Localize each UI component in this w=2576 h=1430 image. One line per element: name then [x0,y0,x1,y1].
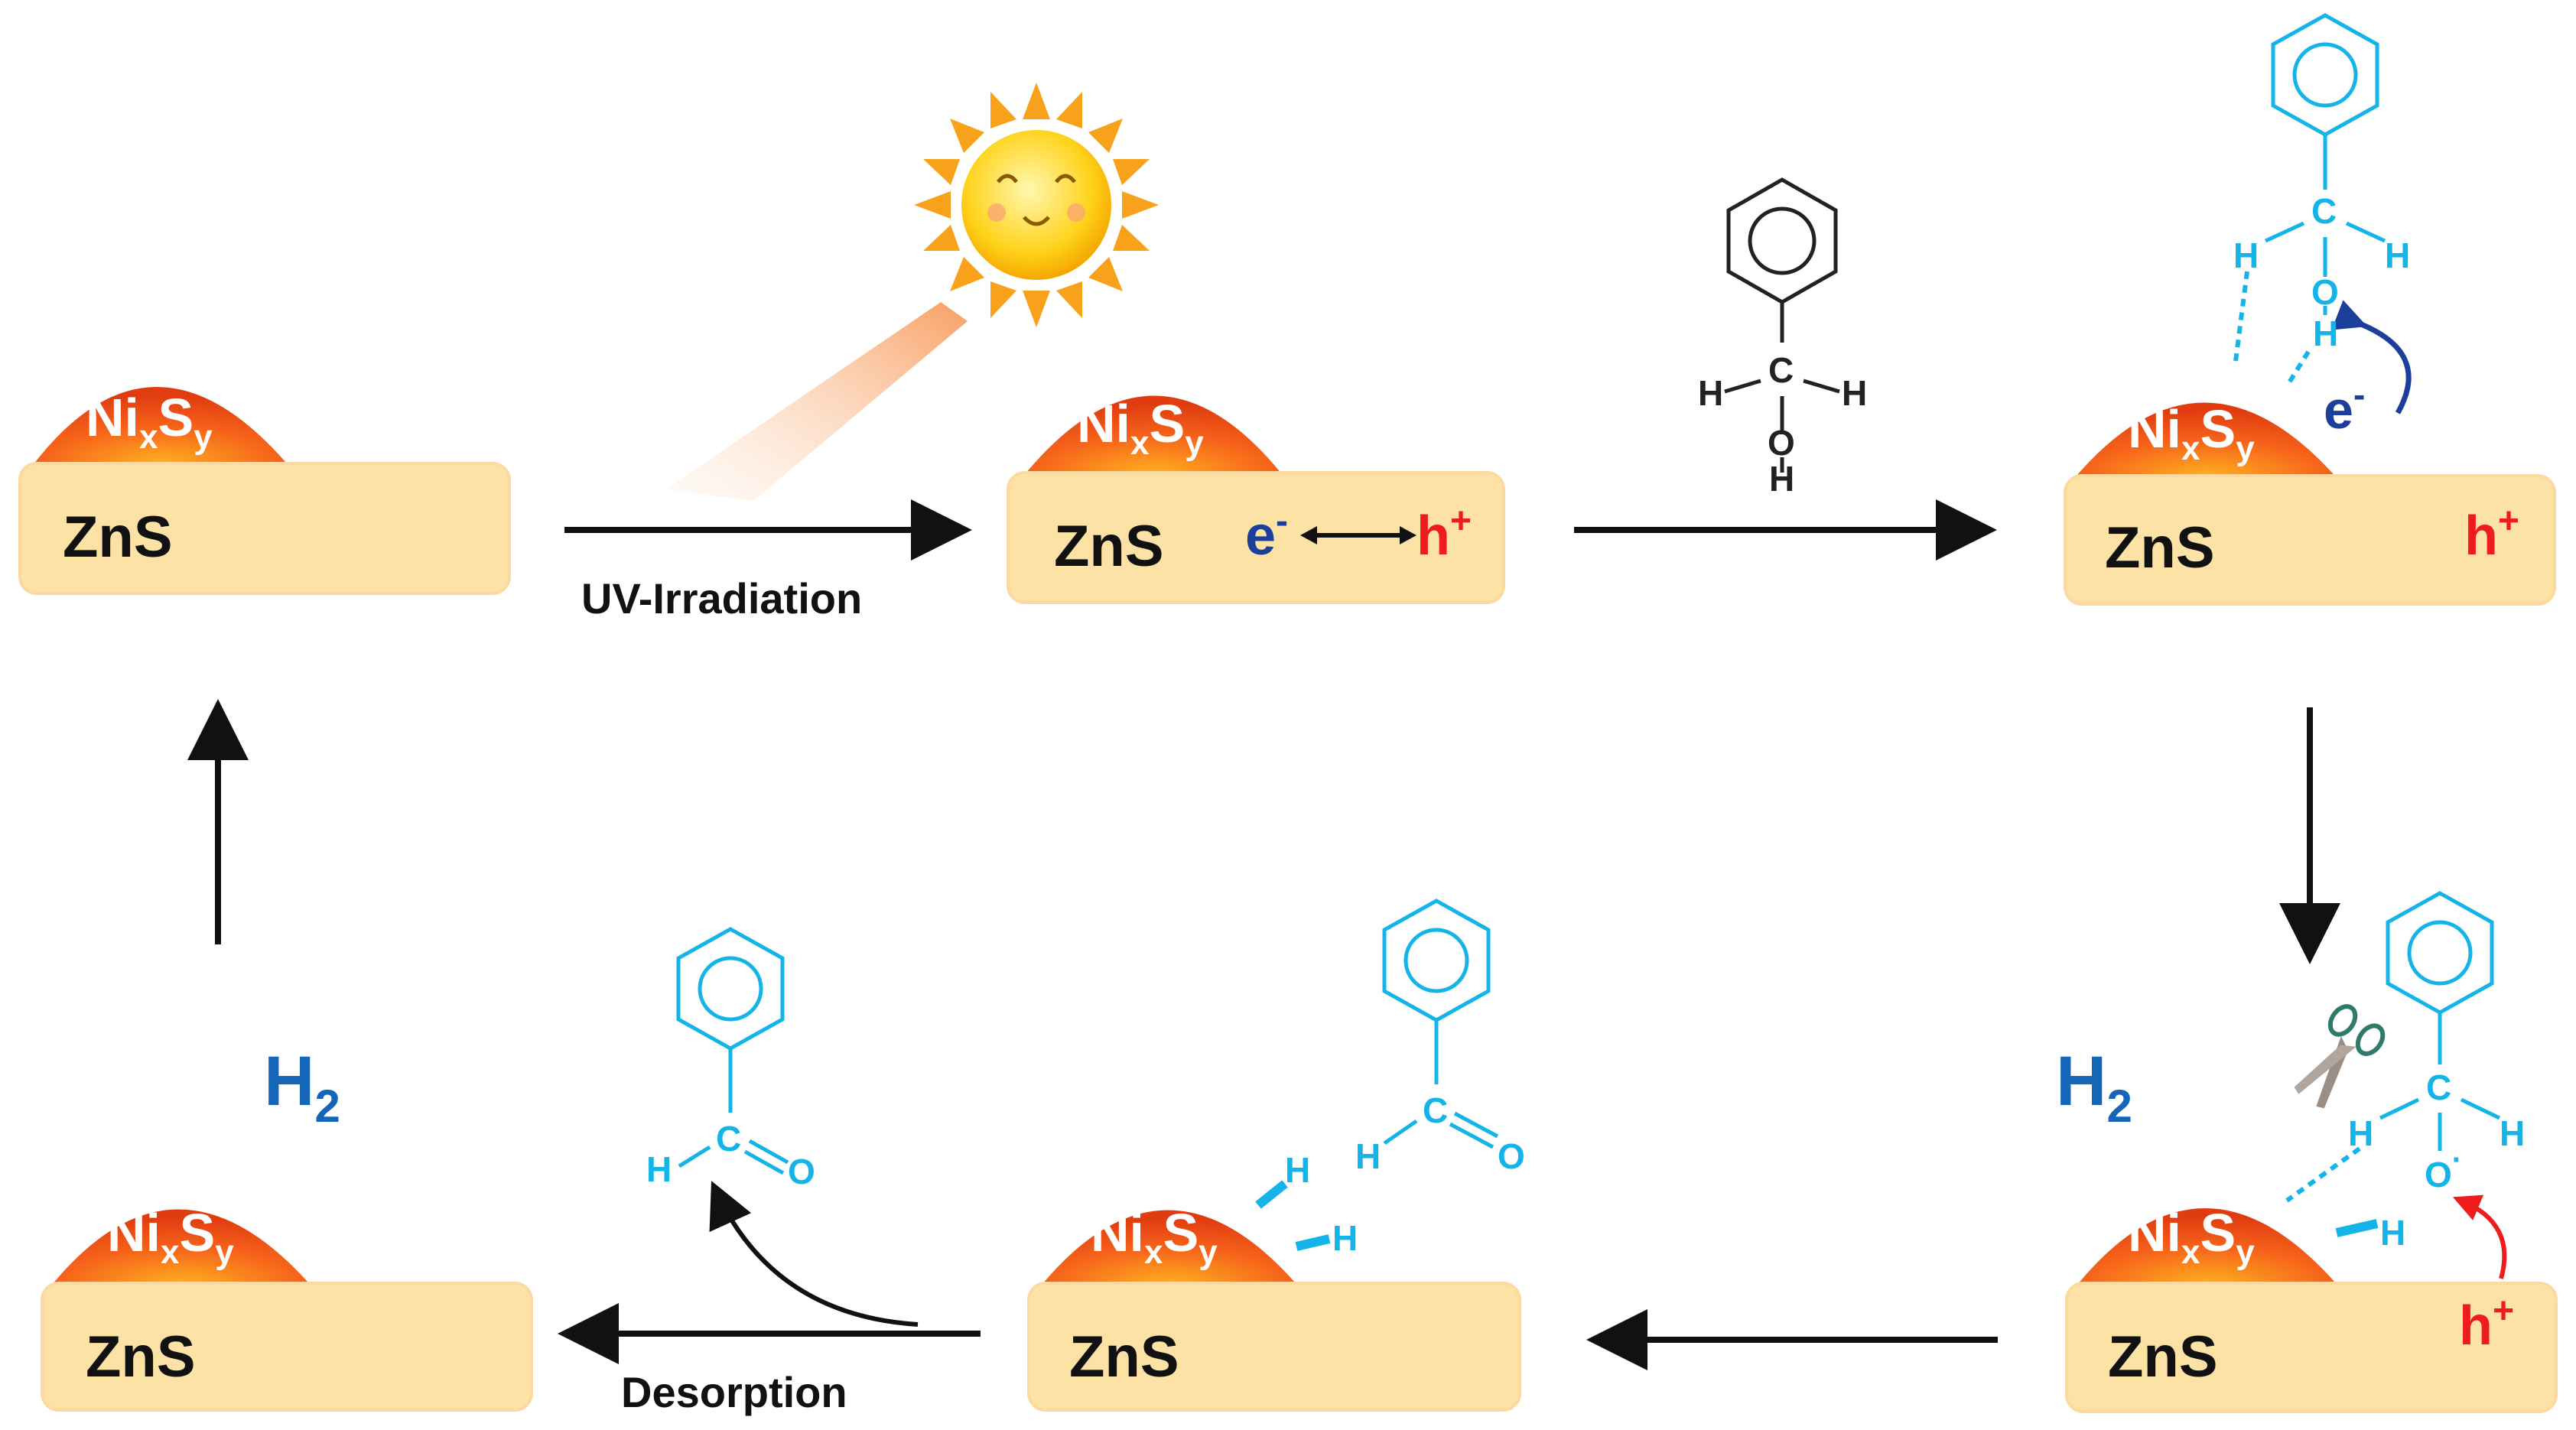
desorption-label: Desorption [621,1368,847,1416]
hole-transfer-arrow [2452,1194,2507,1279]
svg-text:H: H [2500,1113,2525,1153]
scissors-icon [2294,1004,2386,1109]
nixsy-cocatalyst [2074,1208,2340,1289]
nixsy-cocatalyst [31,387,291,468]
nixsy-cocatalyst [1022,395,1285,478]
panel-catalyst-regenerated: NixSy ZnS H2 [41,1042,533,1412]
svg-text:H: H [646,1149,672,1189]
svg-text:H: H [2233,236,2259,275]
zns-substrate [18,462,511,595]
zns-label: ZnS [2108,1324,2218,1389]
svg-text:H: H [1332,1218,1358,1258]
svg-text:C: C [1768,350,1794,390]
zns-substrate [41,1282,533,1412]
svg-text:C: C [1423,1090,1448,1130]
svg-text:O: O [1768,423,1795,463]
zns-label: ZnS [2105,515,2215,580]
arrow-desorption: Desorption [558,1181,981,1416]
nixsy-cocatalyst [2073,402,2339,480]
hole-label: h+ [1416,501,1472,567]
svg-text:C: C [716,1119,741,1159]
nixsy-label: NixSy [107,1203,234,1271]
svg-text:H: H [1285,1150,1310,1190]
zns-label: ZnS [1054,514,1164,579]
svg-text:H: H [2313,314,2338,353]
svg-text:H: H [2348,1113,2373,1153]
svg-text:O·: O· [2425,1143,2462,1194]
svg-text:H: H [1355,1136,1381,1176]
hole-label: h+ [2464,501,2519,567]
nixsy-label: NixSy [1077,394,1204,462]
double-arrow [1300,526,1416,544]
svg-text:H: H [2380,1213,2405,1253]
zns-label: ZnS [1069,1324,1179,1389]
benzyl-alcohol-molecule: C H H O H [1698,177,1867,499]
hole-label: h+ [2459,1291,2514,1357]
panel-bond-cleavage: NixSy ZnS h+ H2 C H H [2056,891,2558,1413]
nixsy-label: NixSy [2128,1203,2255,1271]
svg-text:O: O [2311,272,2339,312]
benzaldehyde-near-surface: C H O [1355,899,1525,1176]
svg-text:H: H [1698,373,1723,413]
nixsy-label: NixSy [1091,1203,1218,1271]
h2-label: H2 [264,1042,340,1132]
zns-substrate [1027,1282,1521,1412]
light-beam [665,302,968,501]
zns-substrate [2065,1282,2558,1413]
svg-text:H: H [1769,459,1794,499]
svg-text:O: O [788,1152,815,1191]
electron-transfer-arrow [2331,300,2412,414]
svg-text:C: C [2426,1068,2451,1107]
panel-aldehyde-formed: NixSy ZnS H H C H O [1027,899,1525,1412]
svg-text:H: H [2385,236,2410,275]
svg-text:H: H [1842,373,1867,413]
panel-catalyst-initial: NixSy ZnS [18,387,511,595]
electron-label: e- [2324,375,2365,440]
zns-label: ZnS [63,505,173,570]
alkoxy-intermediate: C H H O· H [2285,891,2525,1253]
svg-text:O: O [1498,1136,1525,1176]
zns-substrate [2064,474,2556,606]
nixsy-label: NixSy [86,388,213,456]
arrow-uv-irradiation: UV-Irradiation [564,499,972,622]
panel-adsorbed-alcohol: NixSy ZnS h+ e- C H H O H [2064,13,2556,606]
zns-label: ZnS [86,1324,196,1389]
nixsy-cocatalyst [1039,1210,1300,1289]
electron-label: e- [1245,501,1288,567]
panel-photoexcited: NixSy ZnS e- h+ [1007,394,1505,604]
adsorbed-hydrogen-atoms: H H [1255,1150,1358,1258]
sun-icon [914,83,1159,327]
desorbed-benzaldehyde: C H O [646,927,815,1191]
nixsy-cocatalyst [49,1209,314,1289]
uv-irradiation-label: UV-Irradiation [581,574,862,622]
svg-text:C: C [2311,191,2337,231]
zns-substrate [1007,471,1505,604]
adsorbed-benzyl-alcohol: C H H O H [2233,13,2410,388]
nixsy-label: NixSy [2128,399,2255,467]
h2-label: H2 [2056,1042,2132,1132]
